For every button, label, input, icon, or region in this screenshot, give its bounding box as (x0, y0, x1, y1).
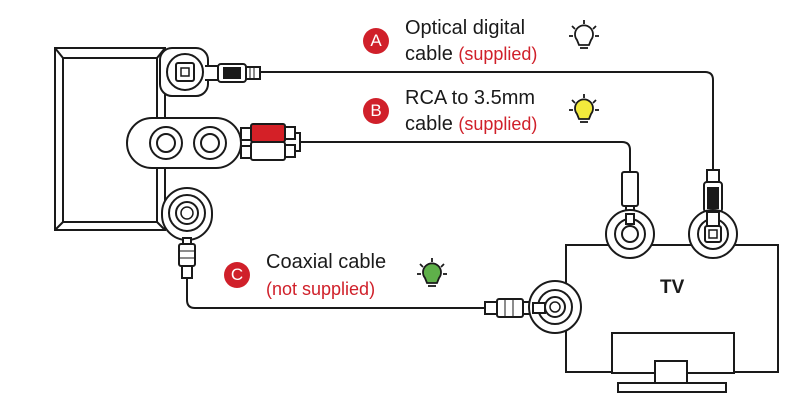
coaxial-cable-line (186, 278, 485, 309)
label-c-note: (not supplied) (266, 279, 376, 299)
label-a-line2: cable (supplied) (405, 42, 537, 66)
badge-c: C (224, 262, 250, 288)
badge-a: A (363, 28, 389, 54)
optical-plug-tv (703, 169, 723, 213)
label-b-cable: cable (405, 113, 453, 135)
tv-optical-port (688, 209, 738, 259)
label-a-note: (supplied) (458, 44, 538, 64)
label-b-note: (supplied) (458, 114, 538, 134)
tv-coaxial-port (528, 280, 582, 334)
label-a-line1: Optical digital (405, 17, 526, 39)
rca-plugs (240, 123, 301, 161)
label-a-cable: cable (405, 43, 453, 65)
tv-device (565, 244, 779, 393)
label-c-line1: Coaxial cable (266, 251, 387, 273)
label-b-line1: RCA to 3.5mm (405, 87, 536, 109)
badge-b: B (363, 98, 389, 124)
tv-label: TV (660, 277, 685, 298)
soundbar-rca-ports (126, 117, 242, 169)
soundbar-optical-port (159, 47, 209, 97)
coaxial-plug-soundbar (178, 237, 196, 279)
lightbulb-icon-b (569, 94, 599, 123)
soundbar-device (54, 47, 166, 231)
label-b-line2: cable (supplied) (405, 112, 537, 136)
rca-cable-line (300, 141, 631, 172)
optical-cable-line (260, 71, 714, 170)
coaxial-plug-tv (484, 298, 534, 318)
lightbulb-icon-c (417, 258, 447, 287)
soundbar-coaxial-port (161, 187, 213, 241)
lightbulb-icon-a (569, 20, 599, 49)
optical-plug-soundbar (205, 63, 261, 83)
